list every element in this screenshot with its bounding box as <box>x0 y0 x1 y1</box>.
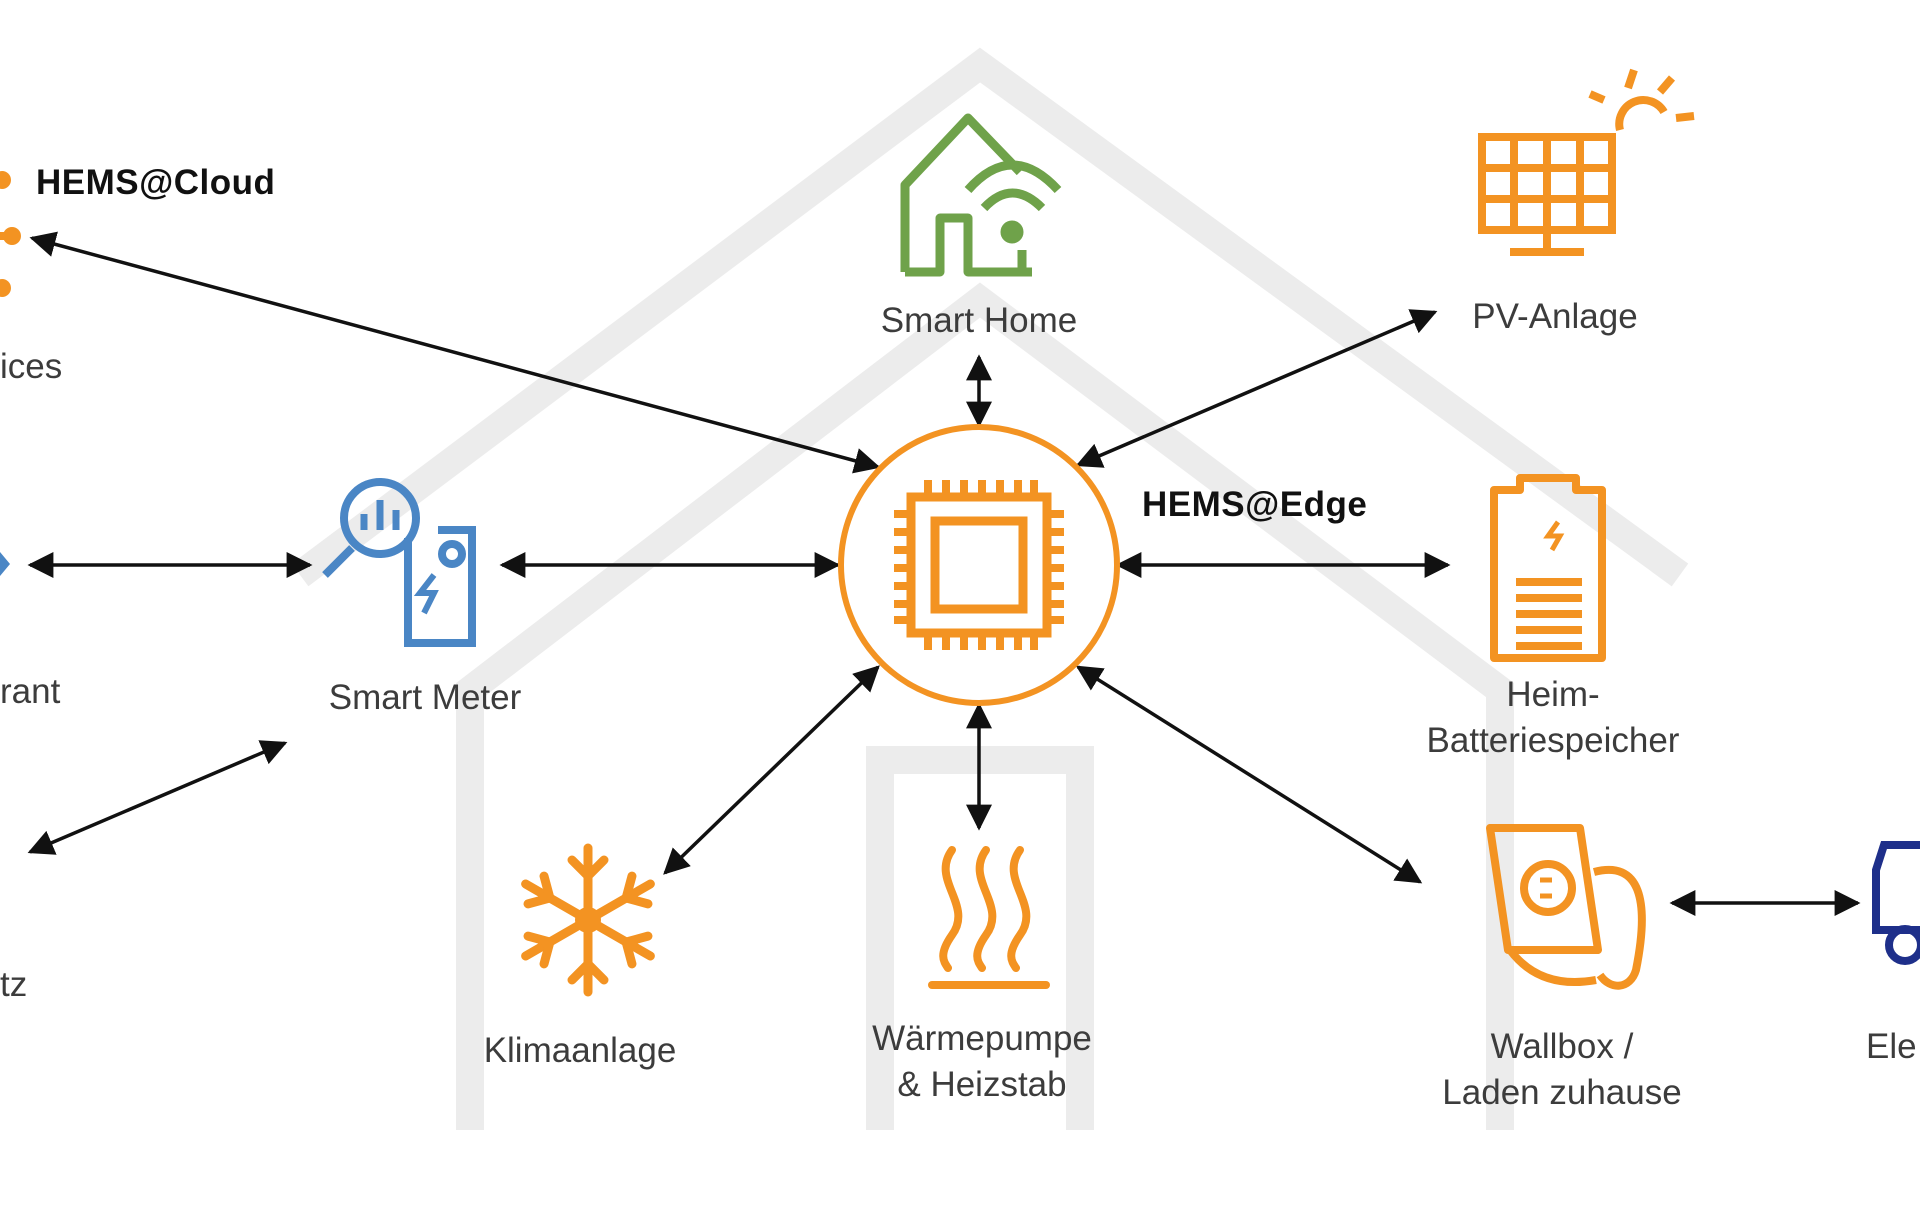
hub-label: HEMS@Edge <box>1142 485 1368 524</box>
cloud-services-label: ices <box>0 347 63 386</box>
battery-label-line1: Heim- <box>1506 675 1600 714</box>
arrow-cloud-hub <box>29 231 881 474</box>
battery-label-line2: Batteriespeicher <box>1426 721 1680 760</box>
arrow-grid-meter <box>27 740 288 855</box>
heat-waves-icon <box>928 846 1050 989</box>
connection-arrows <box>27 231 1861 916</box>
heat-label-line2: & Heizstab <box>897 1065 1067 1104</box>
wallbox-label-line1: Wallbox / <box>1490 1027 1634 1066</box>
wallbox-charger-icon <box>1486 824 1646 990</box>
snowflake-icon <box>521 843 655 997</box>
market-icon <box>0 552 10 576</box>
wallbox-label-line2: Laden zuhause <box>1442 1073 1682 1112</box>
arrow-hub-wallbox <box>1075 665 1423 884</box>
heat-label-line1: Wärmepumpe <box>872 1019 1092 1058</box>
market-label: rant <box>0 672 61 711</box>
smart-meter-label: Smart Meter <box>328 678 522 717</box>
klima-label: Klimaanlage <box>483 1031 677 1070</box>
battery-icon <box>1490 474 1606 662</box>
cpu-chip-icon <box>894 480 1064 650</box>
cloud-label: HEMS@Cloud <box>36 163 276 202</box>
smart-meter-icon <box>322 478 476 647</box>
solar-panel-icon <box>1478 68 1695 256</box>
smart-home-wifi-icon <box>900 113 1062 277</box>
hub-node[interactable] <box>838 424 1120 706</box>
pv-label: PV-Anlage <box>1472 297 1638 336</box>
arrow-pv-hub <box>1075 309 1438 468</box>
cloud-network-icon <box>0 171 21 297</box>
electric-car-icon <box>1872 841 1920 965</box>
smart-home-label: Smart Home <box>880 301 1078 340</box>
ev-label: Ele <box>1866 1027 1917 1066</box>
arrow-hub-klima <box>663 665 880 875</box>
grid-label: tz <box>0 965 28 1004</box>
